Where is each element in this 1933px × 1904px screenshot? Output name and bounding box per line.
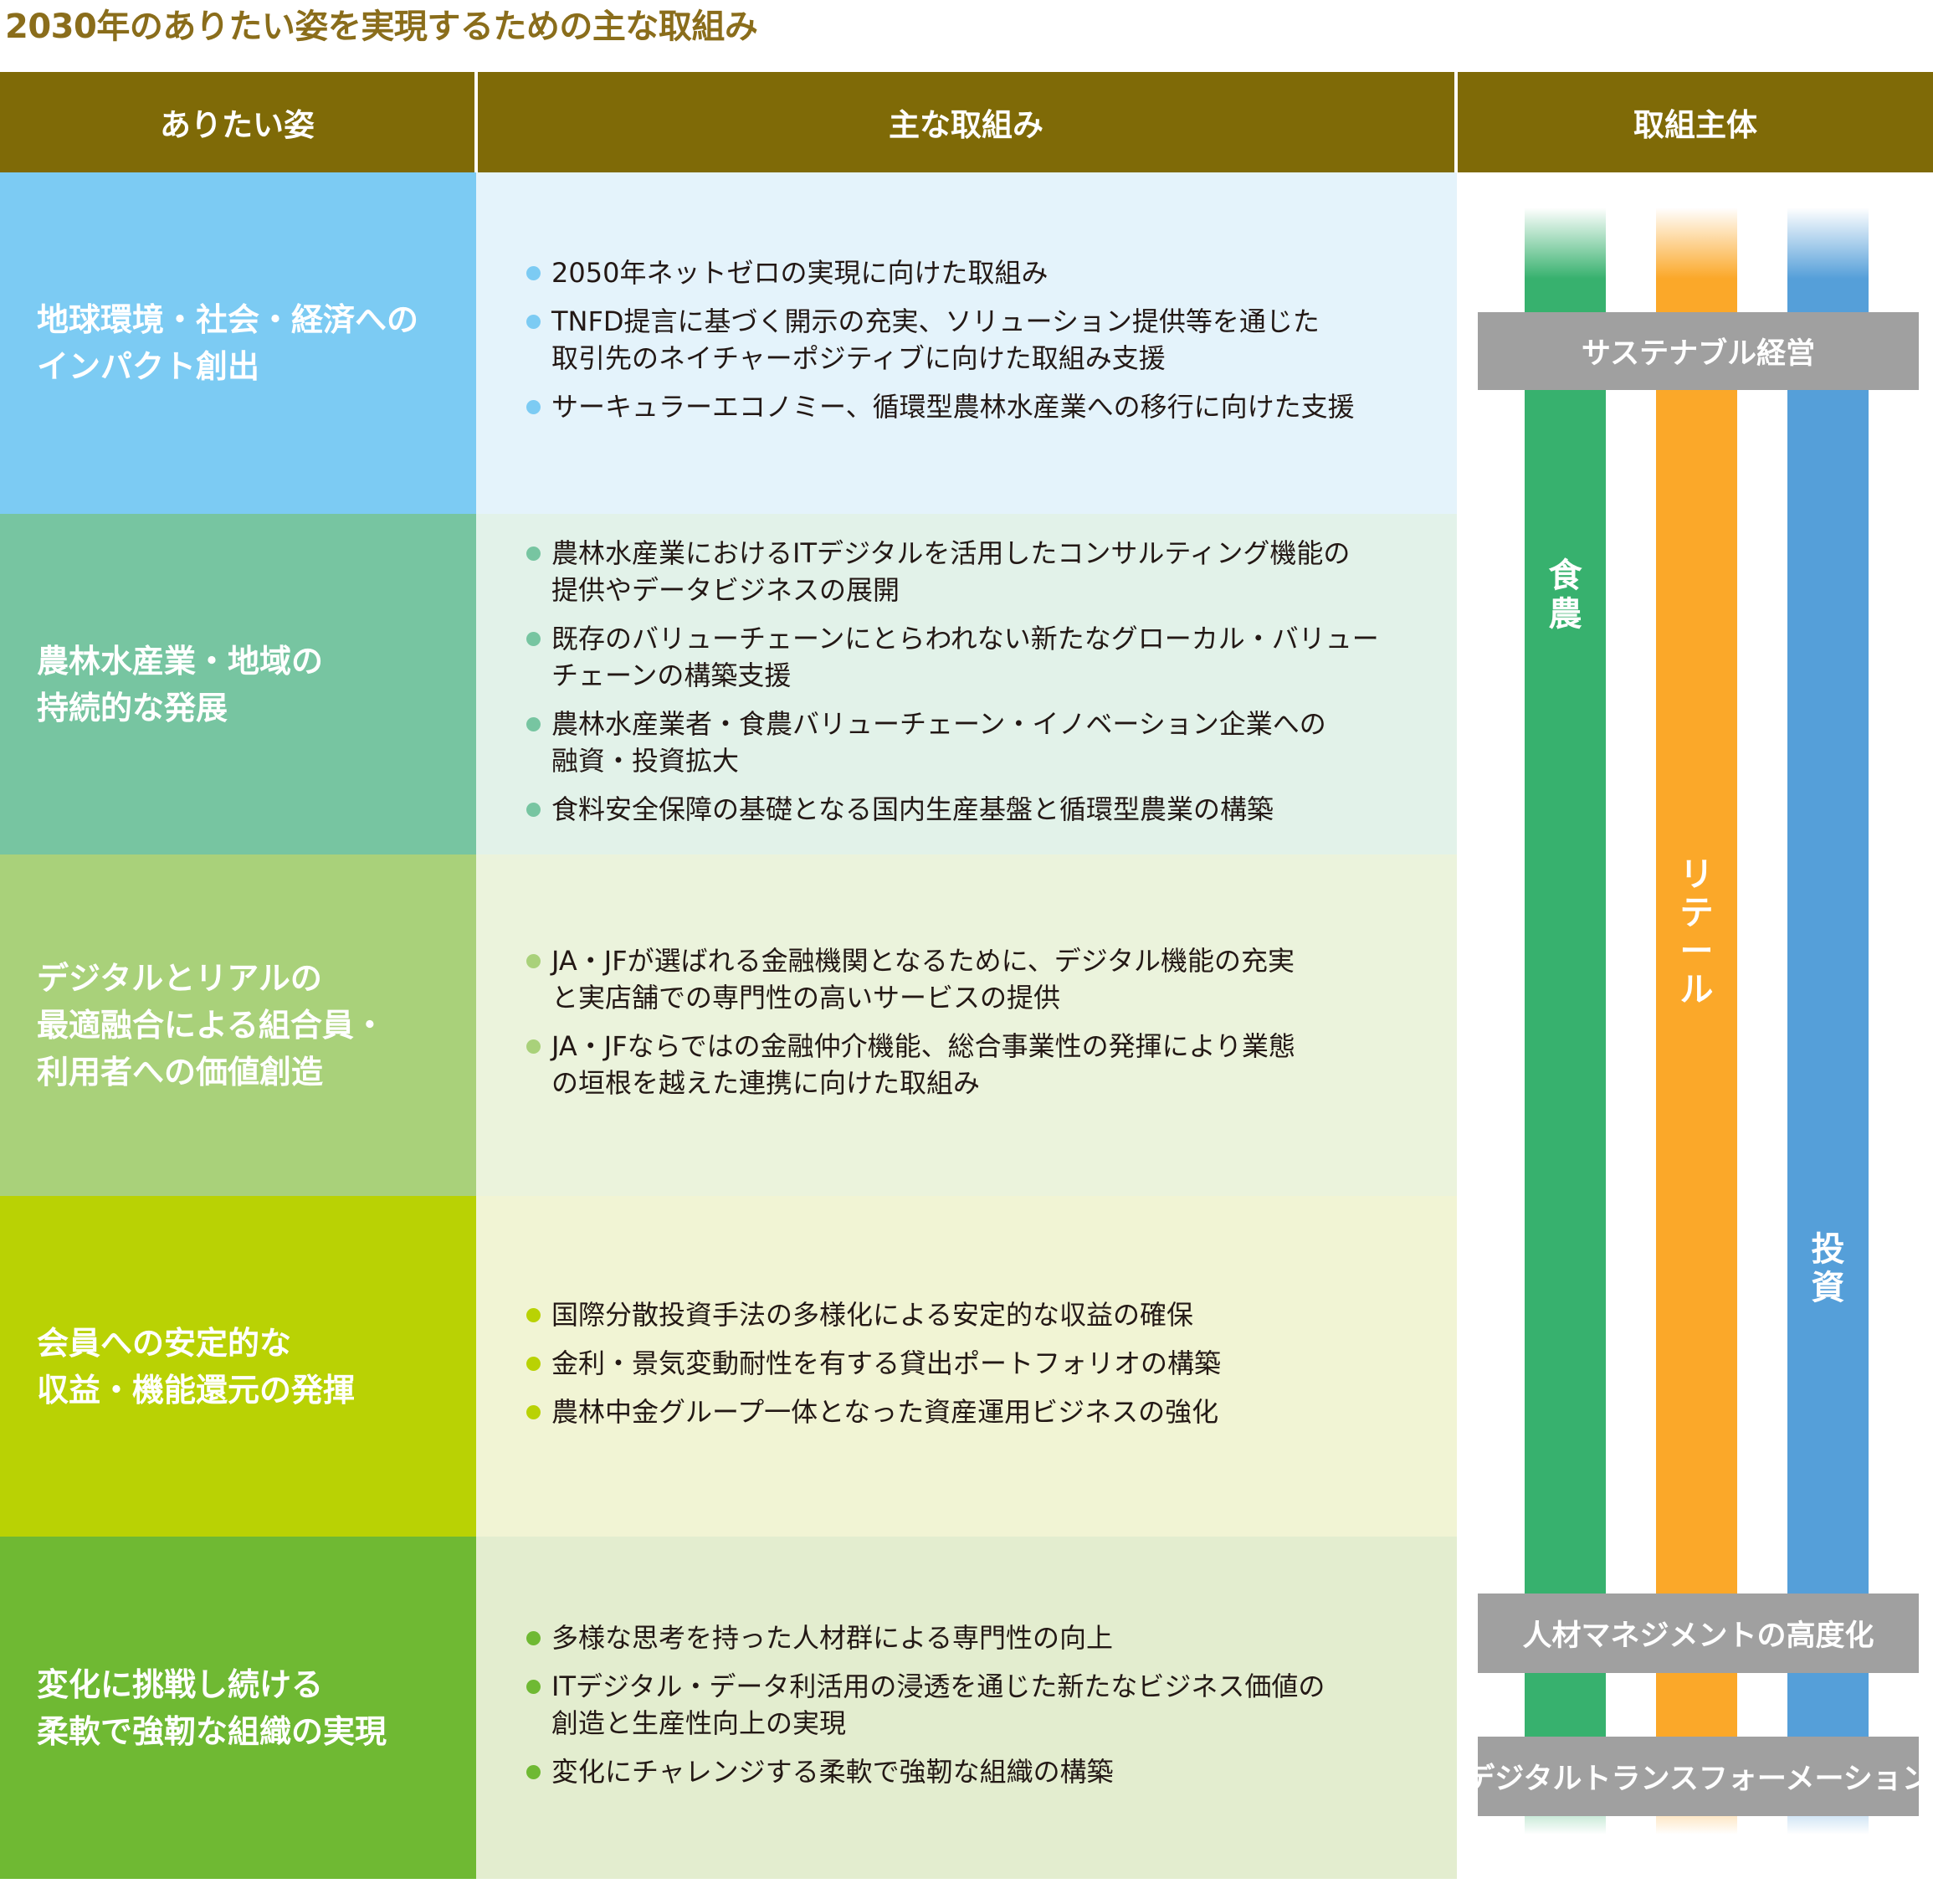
bullet-icon [526,1679,541,1694]
bullet-icon [526,315,541,329]
bullet-icon [526,1405,541,1419]
initiative-item: TNFD提言に基づく開示の充実、ソリューション提供等を通じた 取引先のネイチャー… [526,303,1355,377]
initiatives-cell: JA・JFが選ばれる金融機関となるために、デジタル機能の充実 と実店舗での専門性… [476,854,1457,1196]
initiative-item: 多様な思考を持った人材群による専門性の向上 [526,1619,1325,1656]
bullet-icon [526,1630,541,1645]
initiative-item: ITデジタル・データ利活用の浸透を通じた新たなビジネス価値の 創造と生産性向上の… [526,1668,1325,1742]
initiative-item: 変化にチャレンジする柔軟で強靭な組織の構築 [526,1753,1325,1790]
initiative-list: 国際分散投資手法の多様化による安定的な収益の確保金利・景気変動耐性を有する貸出ポ… [526,1291,1221,1442]
initiative-text: 国際分散投資手法の多様化による安定的な収益の確保 [551,1299,1194,1331]
bullet-icon [526,1357,541,1371]
entity-band: デジタルトランスフォーメーション [1465,1737,1931,1816]
initiatives-cell: 2050年ネットゼロの実現に向けた取組み TNFD提言に基づく開示の充実、ソリュー… [476,172,1457,514]
goal-text: 変化に挑戦し続ける 柔軟で強靭な組織の実現 [37,1665,387,1750]
initiative-text: JA・JFが選ばれる金融機関となるために、デジタル機能の充実 と実店舗での専門性… [551,945,1295,1014]
initiative-item: 農林水産業におけるITデジタルを活用したコンサルティング機能の 提供やデータビジ… [526,535,1379,608]
initiative-item: JA・JFが選ばれる金融機関となるために、デジタル機能の充実 と実店舗での専門性… [526,942,1295,1016]
bullet-icon [526,717,541,731]
entity-bar-label: 食 農 [1548,557,1582,634]
entity-band: 人材マネジメントの高度化 [1478,1594,1919,1673]
bullet-icon [526,266,541,280]
header-entities: 取組主体 [1458,72,1933,172]
entity-bar [1525,208,1606,1835]
bullet-icon [526,1308,541,1322]
goal-cell: 変化に挑戦し続ける 柔軟で強靭な組織の実現 [0,1537,476,1879]
goal-cell: 地球環境・社会・経済への インパクト創出 [0,172,476,514]
goal-cell: 農林水産業・地域の 持続的な発展 [0,514,476,855]
initiative-text: 多様な思考を持った人材群による専門性の向上 [551,1621,1114,1654]
bullet-icon [526,547,541,561]
initiative-list: JA・JFが選ばれる金融機関となるために、デジタル機能の充実 と実店舗での専門性… [526,937,1295,1113]
page-title: 2030年のありたい姿を実現するための主な取組み [5,8,758,46]
initiative-item: 国際分散投資手法の多様化による安定的な収益の確保 [526,1296,1221,1333]
initiative-item: 2050年ネットゼロの実現に向けた取組み [526,254,1355,291]
initiative-text: 金利・景気変動耐性を有する貸出ポートフォリオの構築 [551,1347,1222,1379]
initiative-text: TNFD提言に基づく開示の充実、ソリューション提供等を通じた 取引先のネイチャー… [551,305,1320,374]
bullet-icon [526,1764,541,1779]
goal-cell: 会員への安定的な 収益・機能還元の発揮 [0,1196,476,1537]
initiatives-cell: 国際分散投資手法の多様化による安定的な収益の確保金利・景気変動耐性を有する貸出ポ… [476,1196,1457,1537]
entity-bar [1656,208,1737,1835]
bullet-icon [526,1039,541,1054]
bullet-icon [526,954,541,968]
initiative-item: JA・JFならではの金融仲介機能、総合事業性の発揮により業態 の垣根を越えた連携… [526,1028,1295,1101]
goal-text: 会員への安定的な 収益・機能還元の発揮 [37,1325,356,1409]
entity-bar-label: 投 資 [1811,1230,1845,1307]
initiative-list: 多様な思考を持った人材群による専門性の向上 ITデジタル・データ利活用の浸透を通じ… [526,1614,1325,1802]
initiative-item: 既存のバリューチェーンにとらわれない新たなグローカル・バリュー チェーンの構築支… [526,620,1379,694]
initiative-text: 農林水産業におけるITデジタルを活用したコンサルティング機能の 提供やデータビジ… [551,537,1351,606]
initiative-text: 農林中金グループ一体となった資産運用ビジネスの強化 [551,1396,1219,1428]
initiative-item: 食料安全保障の基礎となる国内生産基盤と循環型農業の構築 [526,791,1379,828]
initiative-text: サーキュラーエコノミー、循環型農林水産業への移行に向けた支援 [551,391,1355,423]
header-initiatives: 主な取組み [478,72,1454,172]
bullet-icon [526,803,541,817]
initiatives-cell: 多様な思考を持った人材群による専門性の向上 ITデジタル・データ利活用の浸透を通じ… [476,1537,1457,1879]
initiative-text: ITデジタル・データ利活用の浸透を通じた新たなビジネス価値の 創造と生産性向上の… [551,1670,1325,1739]
initiative-list: 2050年ネットゼロの実現に向けた取組み TNFD提言に基づく開示の充実、ソリュー… [526,249,1355,437]
entity-band: サステナブル経営 [1478,312,1919,390]
initiative-item: 農林中金グループ一体となった資産運用ビジネスの強化 [526,1393,1221,1430]
bullet-icon [526,400,541,414]
initiative-text: 農林水産業者・食農バリューチェーン・イノベーション企業への 融資・投資拡大 [551,708,1326,777]
initiative-item: 金利・景気変動耐性を有する貸出ポートフォリオの構築 [526,1345,1221,1382]
initiative-item: サーキュラーエコノミー、循環型農林水産業への移行に向けた支援 [526,388,1355,425]
initiative-text: 変化にチャレンジする柔軟で強靭な組織の構築 [551,1755,1114,1788]
initiative-text: 2050年ネットゼロの実現に向けた取組み [551,257,1049,289]
bullet-icon [526,632,541,646]
initiative-item: 農林水産業者・食農バリューチェーン・イノベーション企業への 融資・投資拡大 [526,706,1379,779]
initiative-text: 既存のバリューチェーンにとらわれない新たなグローカル・バリュー チェーンの構築支… [551,623,1379,691]
goal-cell: デジタルとリアルの 最適融合による組合員・ 利用者への価値創造 [0,854,476,1196]
initiative-text: JA・JFならではの金融仲介機能、総合事業性の発揮により業態 の垣根を越えた連携… [551,1030,1296,1099]
goal-text: 地球環境・社会・経済への インパクト創出 [37,301,419,385]
initiative-text: 食料安全保障の基礎となる国内生産基盤と循環型農業の構築 [551,793,1274,825]
header-aspiration: ありたい姿 [0,72,474,172]
initiatives-cell: 農林水産業におけるITデジタルを活用したコンサルティング機能の 提供やデータビジ… [476,514,1457,855]
entity-bar-label: リ テ ー ル [1679,855,1714,1009]
initiative-list: 農林水産業におけるITデジタルを活用したコンサルティング機能の 提供やデータビジ… [526,530,1379,839]
entity-bar [1787,208,1869,1835]
goal-text: 農林水産業・地域の 持続的な発展 [37,643,324,726]
goal-text: デジタルとリアルの 最適融合による組合員・ 利用者への価値創造 [37,960,386,1091]
